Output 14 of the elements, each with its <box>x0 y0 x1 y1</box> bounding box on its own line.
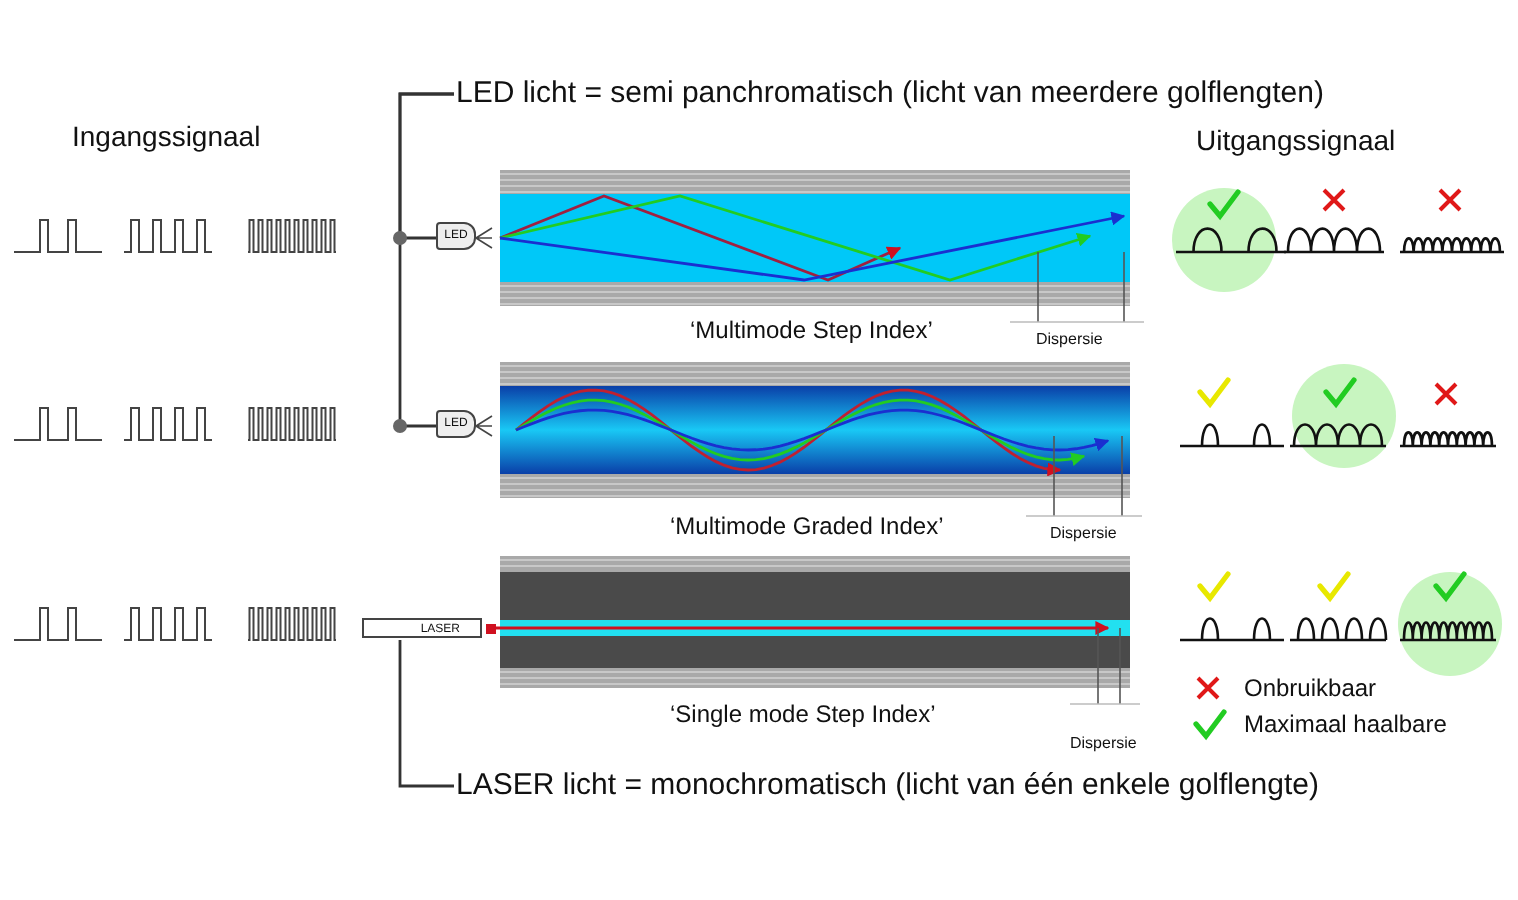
section-heading: Uitgangssignaal <box>1196 124 1396 156</box>
light-source-label: LASER licht = monochromatisch (licht van één enkele golflengte) <box>456 768 1319 802</box>
legend-text: Maximaal haalbare <box>1244 710 1447 738</box>
dispersion-label: Dispersie <box>1036 330 1103 348</box>
fiber-caption: ‘Multimode Graded Index’ <box>670 512 944 540</box>
fiber-caption: ‘Single mode Step Index’ <box>670 700 936 728</box>
dispersion-label: Dispersie <box>1050 524 1117 542</box>
section-heading: Ingangssignaal <box>72 120 261 152</box>
light-source-label: LED licht = semi panchromatisch (licht van meerdere golflengten) <box>456 76 1324 110</box>
dispersion-label: Dispersie <box>1070 734 1137 752</box>
leader-line <box>398 92 454 428</box>
fiber-caption: ‘Multimode Step Index’ <box>690 316 933 344</box>
leader-line <box>398 638 454 788</box>
legend-text: Onbruikbaar <box>1244 674 1377 702</box>
